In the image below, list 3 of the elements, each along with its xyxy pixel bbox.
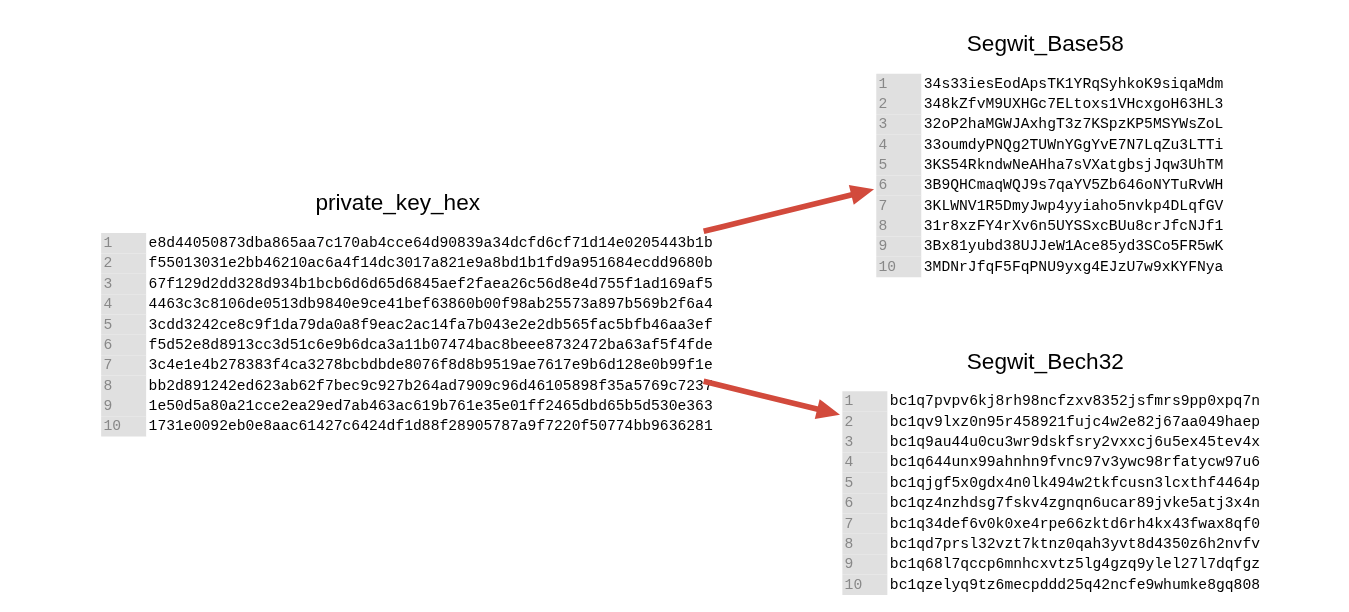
- node-text: Segwit_Base58 1 34s33iesEodApsTK1YRqSyhkoK9siqaMdm 2 348kZfvM9UXHGc7ELtoxs1VHcxgoH63HL3 3 32oP2haMGWJAxhgT3z7KSpzKP5MSYWsZoL 4 33oumdyPNQg2TUWnYGgYvE7N7LqZu3LTTi 5 3KS54RkndwNeAHha7sVXatgbsjJqw3UhTM 6 3B9QHCmaqWQJ9s7qaYV5Zb646oNYTuRvWH 7 3KLWNV1R5DmyJwp4yyiaho5nvkp4DLqfGV 8 31r8xzFY4rXv6n5UYSSxcBUu8crJfcNJf1 9 3Bx81yubd38UJJeW1Ace85yd3SCo5FR5wK 10 3MDNrJfqF5FqPNU9yxg4EJzU7w9xKYFNya: [878, 31, 1223, 275]
- node-text: private_key_hex 1 e8d44050873dba865aa7c170ab4cce64d90839a34dcfd6cf71d14e0205443b1b 2 f55013031e2bb46210ac6a4f14dc3017a821e9a8bd1b1fd9a951684ecdd9680b 3 67f129d2dd328d934b1bcb6d6d65d6845aef2faea26c56d8e4d755f1ad169af5 4 4463c3c8106de0513db9840e9ce41bef63860b00f98ab25573a897b569b2f6a4 5 3cdd3242ce8c9f1da79da0a8f9eac2ac14fa7b043e2e2db565fac5bfb46aa3ef 6 f5d52e8d8913cc3d51c6e9b6dca3a11b07474bac8beee8732472ba63af5f4fde 7 3c4e1e4b278383f4ca3278bcbdbde8076f8d8b9519ae7617e9b6d128e0b99f1e 8 bb2d891242ed623ab62f7bec9c927b264ad7909c96d46105898f35a5769c7237 9 1e50d5a80a21cce2ea29ed7ab463ac619b761e35e01ff2465dbd65b5d530e363 10 1731e0092eb0e8aac61427c6424df1d88f28905787a9f7220f50774bb9636281: [102, 190, 713, 435]
- node-text: Segwit_Bech32 1 bc1q7pvpv6kj8rh98ncfzxv8352jsfmrs9pp0xpq7n 2 bc1qv9lxz0n95r458921fujc4w2e82j67aa049haep 3 bc1q9au44u0cu3wr9dskfsry2vxxcj6u5ex45tev4x 4 bc1q644unx99ahnhn9fvnc97v3ywc98rfatycw97u6 5 bc1qjgf5x0gdx4n0lk494w2tkfcusn3lcxthf4464p 6 bc1qz4nzhdsg7fskv4zgnqn6ucar89jvke5atj3x4n 7 bc1q34def6v0k0xe4rpe66zktd6rh4kx43fwax8qf0 8 bc1qd7prsl32vzt7ktnz0qah3yvt8d4350z6h2nvfv 9 bc1q68l7qccp6mnhcxvtz5lg4gzq9ylel27l7dqfgz 10 bc1qzelyq9tz6mecpddd25q42ncfe9whumke8gq808: [844, 348, 1260, 593]
